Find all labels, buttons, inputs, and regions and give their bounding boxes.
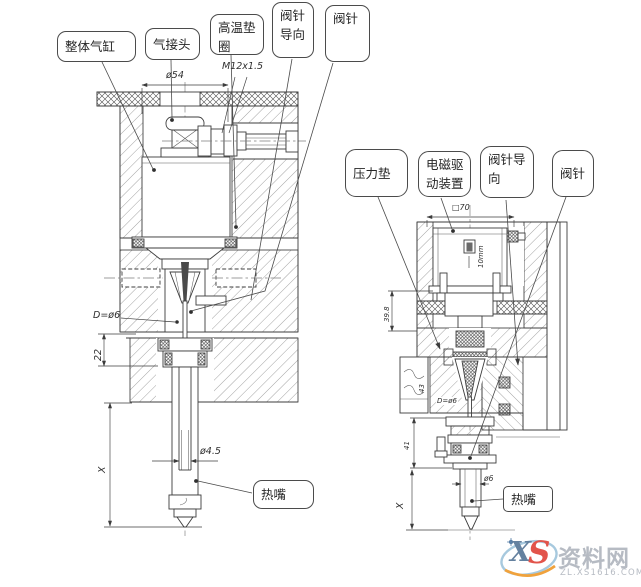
callout-hot-nozzle-left: 热嘴 [253,480,314,509]
watermark-site-name: 资料网 [558,546,630,572]
right-view [377,196,568,540]
callout-valve-pin-left: 阀针 [325,5,370,62]
dim-bore-diameter-right: ø6 [484,474,494,483]
watermark-logo-x: X [510,537,531,568]
callout-cylinder: 整体气缸 [57,31,136,62]
callout-pressure-pad: 压力垫 [345,149,408,197]
callout-valve-pin-right: 阀针 [552,150,594,197]
callout-solenoid: 电磁驱 动装置 [418,151,471,197]
dim-seat-height: 22 [93,348,104,361]
dim-length-left: X [97,466,108,473]
watermark: X S 资料网 ZL.XS1616.COM [498,533,641,585]
dim-length-right: X [395,502,406,509]
watermark-logo-icon [500,538,558,577]
watermark-logo-s: S [528,535,551,571]
dim-pin-diameter-left: D=ø6 [93,310,121,321]
left-view [96,54,334,536]
dim-bore-diameter-left: ø4.5 [200,446,221,457]
callout-pin-guide-right: 阀针导 向 [480,146,534,198]
callout-hot-nozzle-right: 热嘴 [503,486,553,512]
dim-height-b: 43 [418,384,426,393]
dim-height-c: 41 [403,441,411,450]
callout-pin-guide-left: 阀针 导向 [272,2,314,58]
dim-stroke: 10mm [477,245,485,268]
dim-thread: M12x1.5 [222,61,264,72]
dim-height-a: 39.8 [383,306,391,322]
dim-top-diameter: ø54 [166,70,184,81]
watermark-site-url: ZL.XS1616.COM [560,568,641,578]
callout-air-connector: 气接头 [145,28,200,60]
dim-pin-diameter-right: D=ø6 [436,397,458,405]
callout-hi-temp-washer: 高温垫 圈 [210,14,264,55]
dim-top-width: □70 [452,203,470,212]
